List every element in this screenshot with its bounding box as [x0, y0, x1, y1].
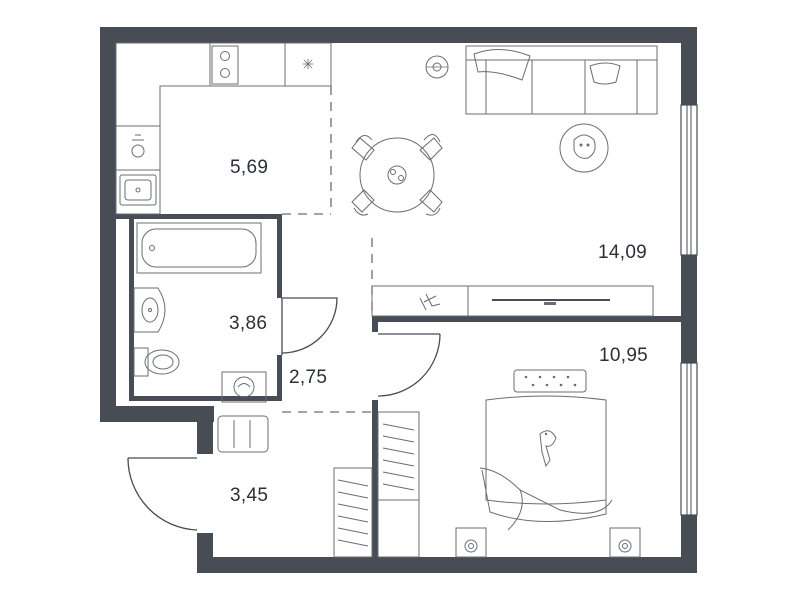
living-room-area-label: 14,09	[598, 242, 648, 263]
toilet	[133, 347, 180, 377]
bedroom-wardrobe	[377, 411, 420, 558]
entrance-area-label: 3,45	[230, 485, 269, 506]
doors	[127, 297, 441, 531]
fridge-icon	[303, 59, 313, 69]
washing-machine	[221, 371, 267, 403]
shoe-bench	[217, 415, 269, 453]
walls	[100, 27, 697, 573]
kitchen-area-label: 5,69	[230, 157, 269, 178]
hallway-area-label: 2,75	[289, 367, 328, 388]
sofa	[465, 45, 658, 115]
pouf-with-cat	[559, 123, 609, 173]
dining-chairs	[351, 134, 443, 216]
bedroom-area-label: 10,95	[599, 345, 649, 366]
washbasin	[133, 287, 166, 333]
pillow	[513, 369, 587, 393]
bathroom-area-label: 3,86	[229, 313, 268, 334]
stove-icon	[211, 45, 239, 85]
tv-console	[371, 285, 654, 317]
kitchen-sink-icon	[119, 174, 157, 206]
nightstands	[455, 527, 641, 558]
plant-icon	[425, 55, 449, 79]
entrance-wardrobe	[333, 467, 373, 558]
kitchen-counter	[115, 42, 332, 215]
bathtub	[136, 222, 262, 274]
faucet-icon	[131, 134, 145, 158]
bed	[479, 395, 613, 531]
zone-separators	[282, 86, 373, 413]
dining-table	[359, 137, 435, 213]
windows	[680, 104, 698, 516]
